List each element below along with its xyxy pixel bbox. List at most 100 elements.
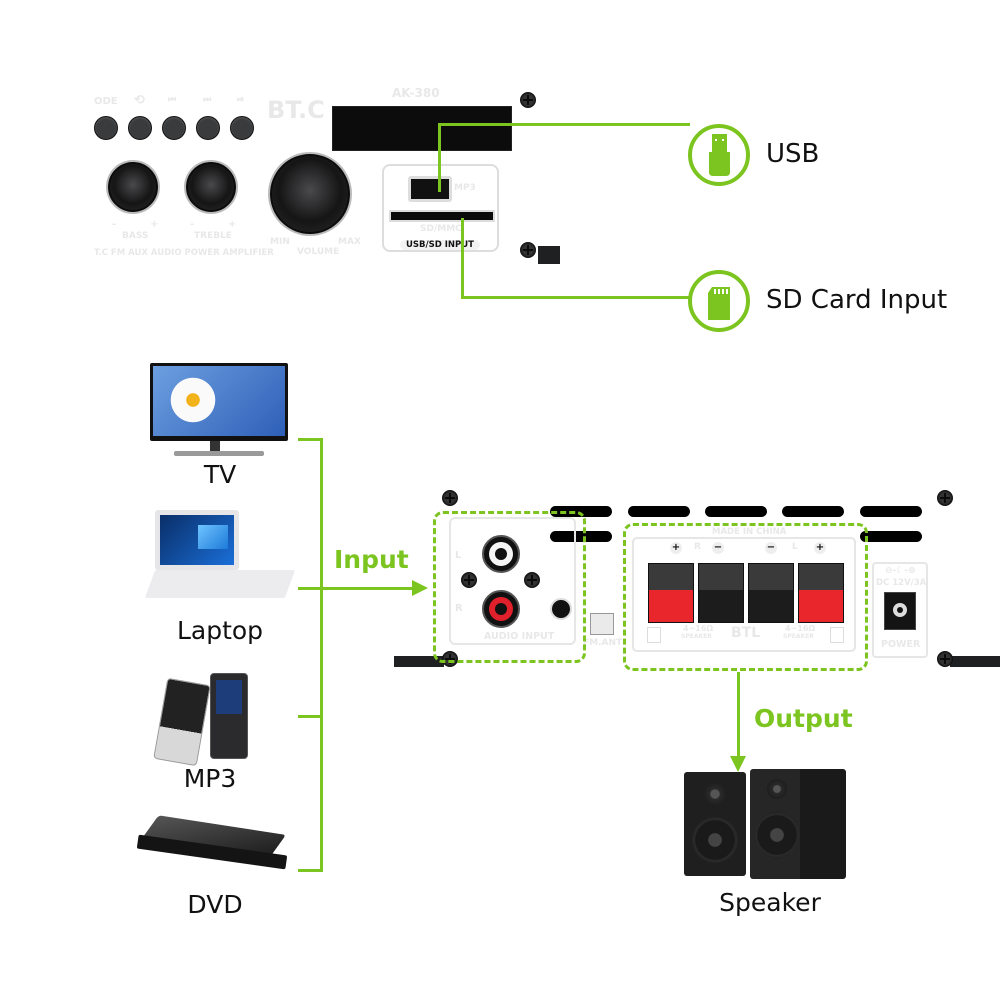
usb-connector-vertical [438,124,441,192]
screw [937,490,953,506]
sd-card-label: SD Card Input [766,285,948,315]
fm-antenna-connector[interactable] [590,613,614,635]
volume-knob[interactable] [270,154,350,234]
rear-panel-flange-left [394,656,444,667]
mp3-player-icon [153,673,260,767]
speaker-terminal-r-plus[interactable] [648,563,694,623]
output-arrow-head [730,756,746,772]
treble-plus: + [228,219,237,230]
sd-card-slot[interactable] [389,210,495,222]
dc-power-jack[interactable] [884,592,916,630]
usb-port-label: MP3 [454,183,476,193]
treble-minus: - [190,219,195,230]
vent-slot [782,506,844,517]
r-speaker-word: SPEAKER [681,633,712,640]
usb-label: USB [766,139,820,169]
rca-left-jack[interactable] [482,535,520,573]
sd-connector-horizontal [461,296,690,299]
vent-slot [550,531,612,542]
usb-drive-icon [688,124,750,186]
r-channel-label: R [694,542,701,552]
output-arrow-line [737,672,740,760]
laptop-connector [298,587,323,590]
output-highlight-box [623,523,868,671]
input-arrow-line [320,587,416,590]
r-plus: + [670,542,682,554]
treble-knob[interactable] [186,162,236,212]
volume-max-label: MAX [338,237,361,247]
play-pause-button[interactable] [230,116,254,140]
usb-port[interactable] [408,176,452,202]
mp3-label: MP3 [183,764,237,793]
power-label: POWER [881,639,921,650]
screw [524,572,540,588]
volume-min-label: MIN [270,237,290,247]
bass-label: BASS [122,231,149,241]
usb-connector-horizontal [438,123,690,126]
bass-plus: + [150,219,159,230]
audio-input-label: AUDIO INPUT [484,631,555,642]
r-impedance: 4~16Ω [683,624,714,633]
r-minus: − [712,542,724,554]
rear-panel-flange-right [950,656,1000,667]
laptop-icon [144,510,296,610]
usb-sd-input-label: USB/SD INPUT [400,240,480,250]
aux-3-5mm-jack[interactable] [550,598,572,620]
l-speaker-word: SPEAKER [783,633,814,640]
sd-card-icon [688,270,750,332]
speaker-terminal-r-minus[interactable] [698,563,744,623]
tv-connector [298,438,323,441]
speaker-terminal-l-minus[interactable] [748,563,794,623]
bass-knob[interactable] [108,162,158,212]
dvd-connector [298,869,323,872]
vent-slot [628,506,690,517]
speaker-terminal-l-plus[interactable] [798,563,844,623]
made-in-label: MADE IN CHINA [712,527,787,537]
power-spec: DC 12V/3A [876,578,927,588]
screw [442,490,458,506]
sd-connector-vertical [461,218,464,298]
input-arrow-head [412,580,428,596]
laptop-label: Laptop [176,616,264,645]
polarity-icon: ⊖-☾-⊕ [885,566,916,576]
tv-label: TV [203,460,237,489]
power-panel [872,562,928,658]
next-button[interactable] [196,116,220,140]
speaker-symbol-icon [830,627,844,643]
l-channel-label: L [792,542,798,552]
speaker-terminal-panel [632,537,856,652]
tv-icon [150,363,290,460]
speaker-symbol-icon [647,627,661,643]
l-minus: − [765,542,777,554]
amplifier-subtitle: T.C FM AUX AUDIO POWER AMPLIFIER [94,248,274,258]
front-panel: AK-380 ODE ⟲ ⏮ ⏭ ⏯ BT.C - + BASS - + TRE… [92,84,538,264]
volume-label: VOLUME [297,247,340,257]
next-icon: ⏭ [203,95,212,105]
dvd-player-icon [133,815,293,875]
sd-slot-label: SD/MMC [420,224,462,234]
led-display [332,106,512,151]
output-arrow-label: Output [754,704,853,733]
audio-input-left-label: L [455,550,462,561]
fm-ant-label: FM.ANT [583,638,623,648]
bass-minus: - [112,219,117,230]
audio-input-panel [449,517,576,645]
model-label: AK-380 [392,86,440,100]
treble-label: TREBLE [194,231,232,241]
brand-logo: BT.C [267,96,325,124]
audio-input-right-label: R [455,603,463,614]
input-bracket-vertical [320,438,323,872]
vent-slot [860,506,922,517]
prev-icon: ⏮ [168,95,177,105]
front-panel-mounting-flange [538,246,560,264]
dvd-label: DVD [187,890,243,919]
rca-right-jack[interactable] [482,590,520,628]
vent-slot [860,531,922,542]
screw [461,572,477,588]
repeat-button[interactable] [128,116,152,140]
input-arrow-label: Input [334,545,409,574]
mode-label: ODE [94,96,118,107]
mp3-connector [298,715,323,718]
mode-button[interactable] [94,116,118,140]
prev-button[interactable] [162,116,186,140]
